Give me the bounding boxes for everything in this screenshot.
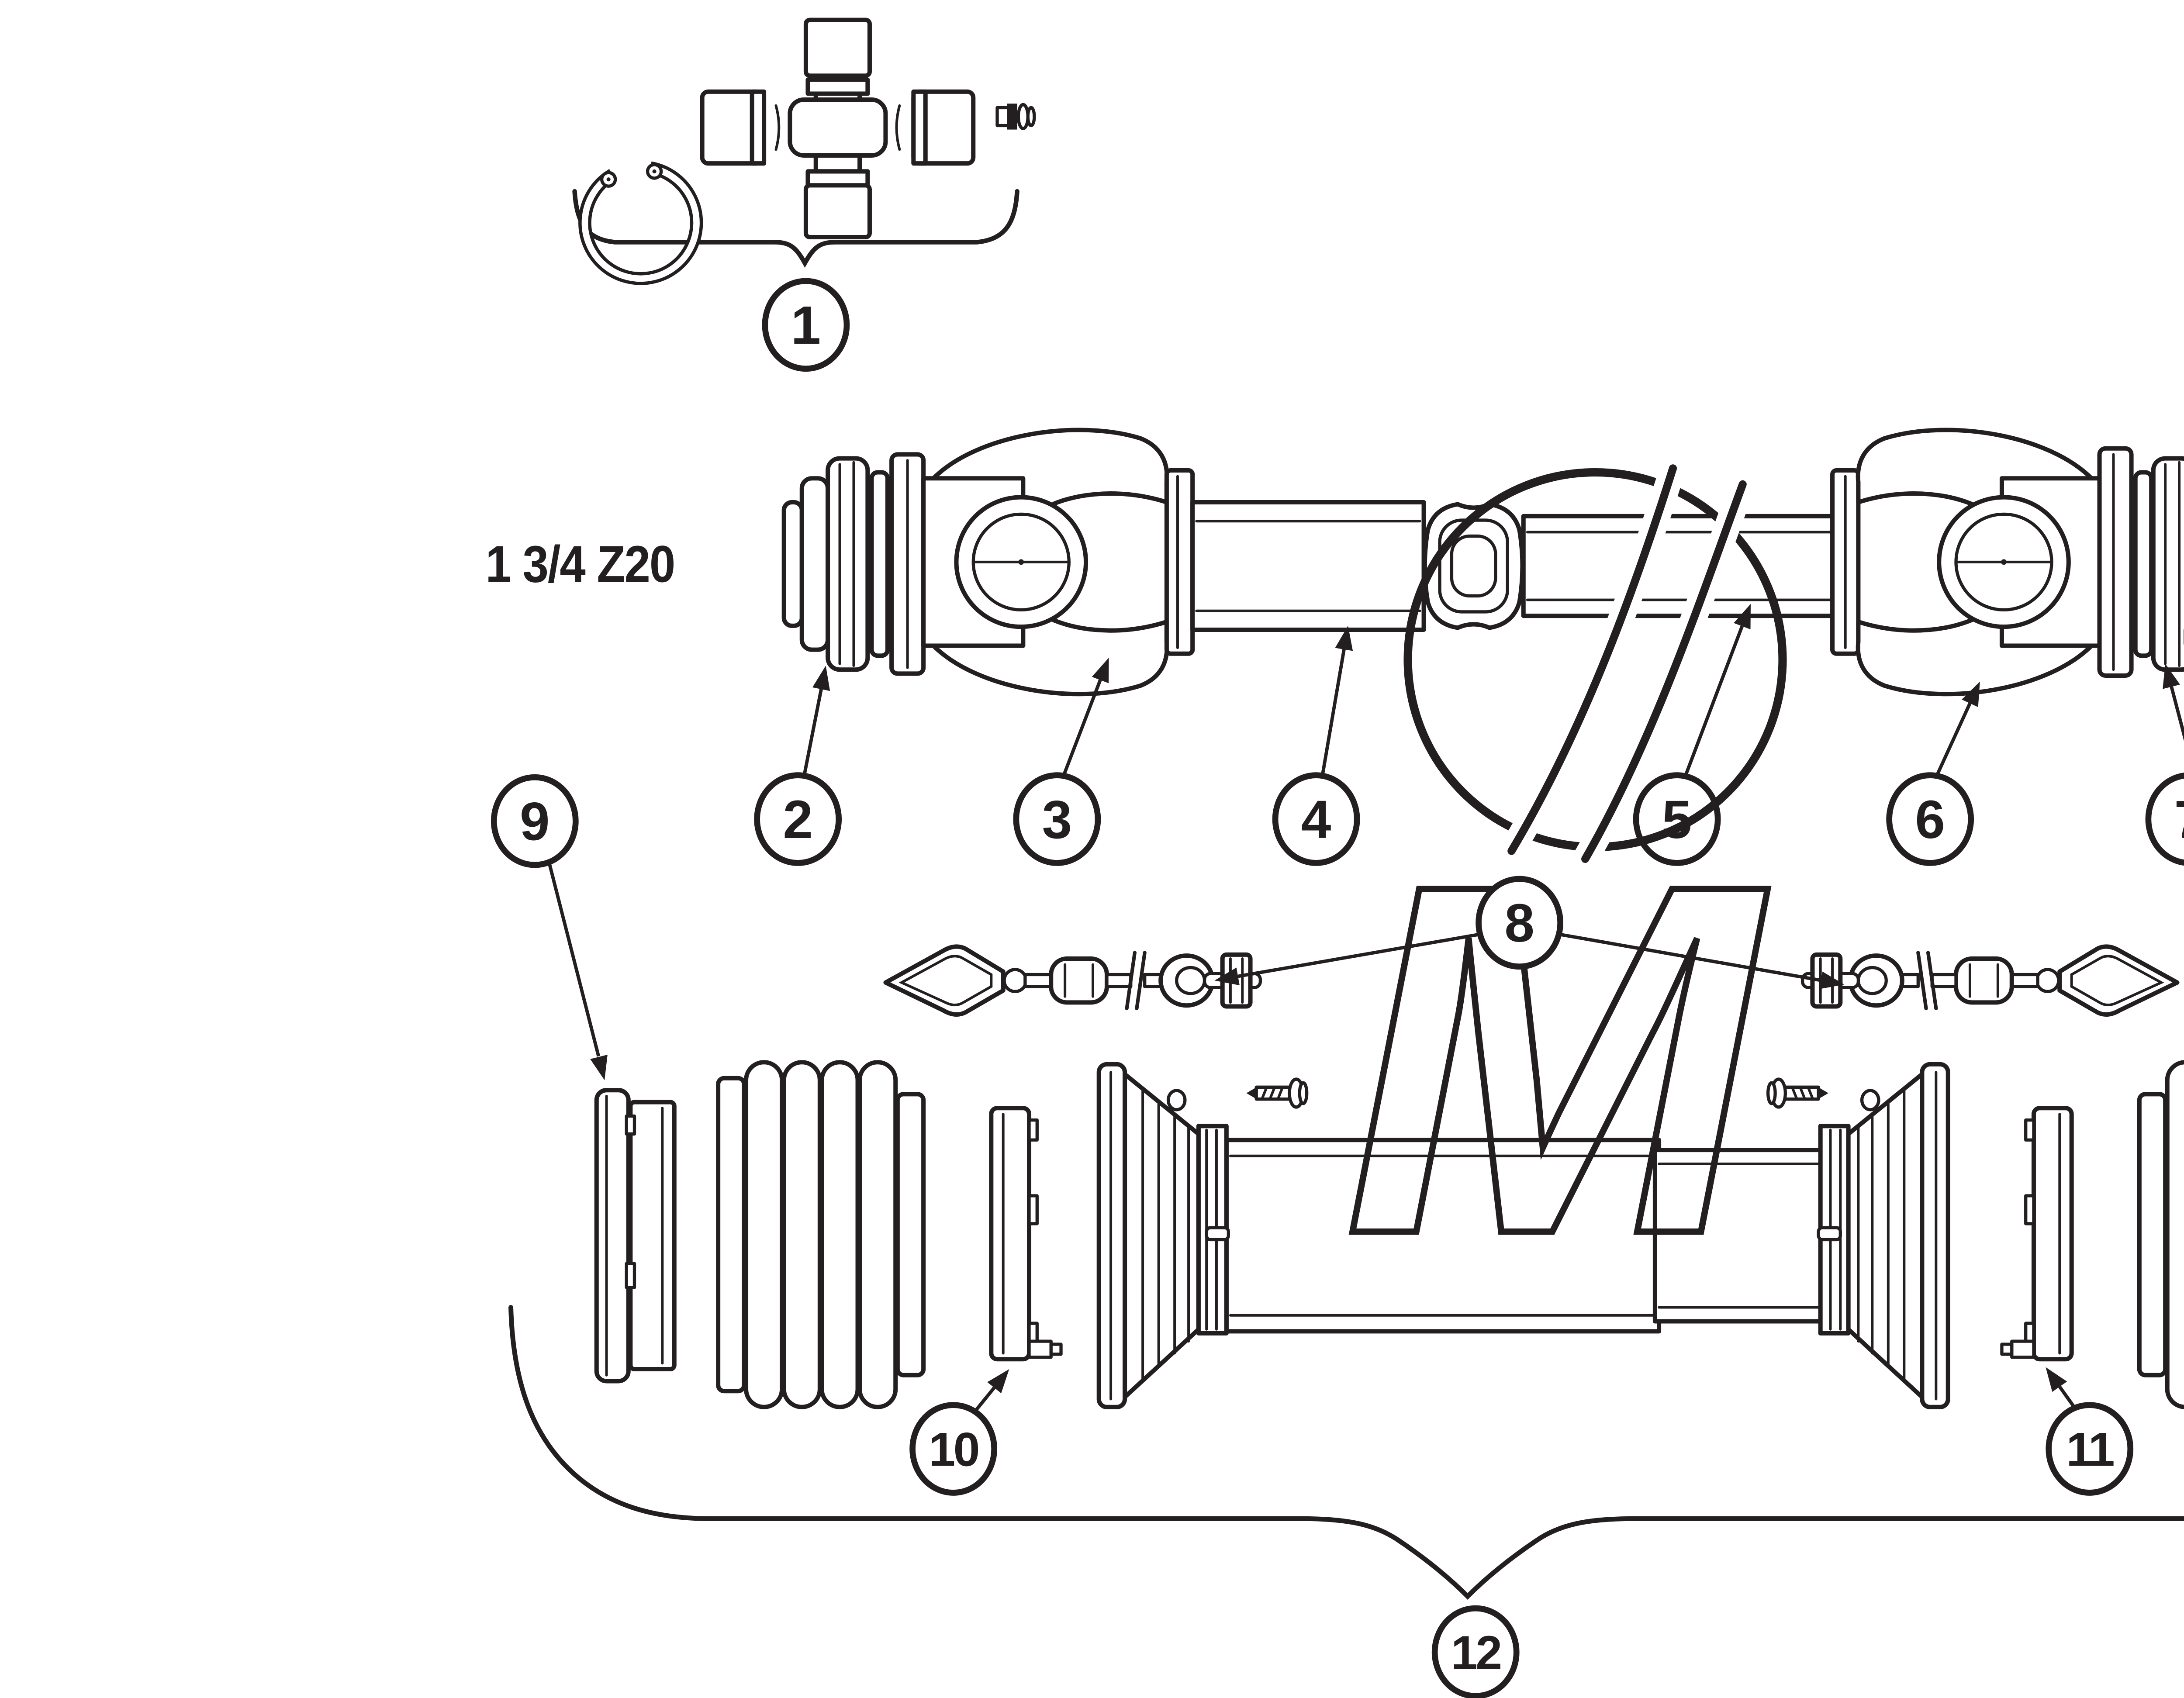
callout-10: 10 [909, 1369, 1009, 1496]
tube-clover-profile [1422, 502, 1525, 630]
svg-text:10: 10 [929, 1423, 978, 1476]
svg-text:4: 4 [1301, 790, 1331, 850]
svg-text:11: 11 [2066, 1423, 2113, 1476]
guard-assembly [594, 1060, 2184, 1409]
callout-4: 4 [1272, 625, 1360, 866]
callout-12: 12 [1431, 1605, 1520, 1698]
callout-11: 11 [2046, 1367, 2134, 1496]
outer-profile-tube [1190, 500, 1426, 632]
callout-8: 8 [1214, 876, 1845, 989]
svg-text:12: 12 [1451, 1626, 1500, 1680]
callout-9-left: 9 [491, 774, 608, 1080]
svg-text:6: 6 [1915, 790, 1945, 850]
circlip-drawing [578, 161, 703, 285]
brace-guard-assembly [508, 1305, 2184, 1600]
callout-1: 1 [762, 278, 850, 372]
brace-uj-kit [572, 189, 1019, 268]
guard-bracket-right [2000, 1106, 2074, 1362]
bellows-left [716, 1060, 926, 1409]
guard-outer-tube [1224, 1138, 1662, 1334]
splined-collar-left [781, 456, 890, 672]
guard-lock-pin-left [1205, 1226, 1230, 1242]
callout-3: 3 [1013, 657, 1109, 866]
watermark-letter-m: M [1344, 780, 1772, 1337]
cone-screw-hole-left [1166, 1089, 1187, 1111]
guard-bracket-left [989, 1106, 1063, 1362]
safety-chain-right [1803, 946, 2177, 1015]
brand-logo-circle [1403, 455, 1787, 872]
svg-text:2: 2 [783, 790, 813, 850]
callout-6: 6 [1886, 681, 1980, 866]
guard-inner-tube [1652, 1148, 1833, 1324]
cross-journal-drawing [700, 17, 976, 240]
yoke-right [1830, 428, 2134, 697]
guard-lock-pin-right [1817, 1226, 1842, 1242]
guard-screw-left [1246, 1077, 1309, 1109]
inner-profile-tube [1521, 514, 1837, 618]
callout-2: 2 [754, 666, 842, 866]
yoke-left [889, 428, 1195, 697]
cone-screw-hole-right [1860, 1089, 1880, 1111]
brand-watermark: M [1341, 777, 1775, 1341]
guard-screw-right [1766, 1077, 1828, 1109]
spline-label-left: 1 3/4 Z20 [486, 535, 675, 593]
bellows-right [2137, 1060, 2184, 1409]
guard-cone-left [1096, 1062, 1230, 1409]
svg-text:3: 3 [1042, 790, 1072, 850]
grease-nipple-drawing [995, 103, 1036, 130]
bearing-ring-left [594, 1088, 677, 1384]
svg-text:9: 9 [520, 791, 550, 852]
quick-release-collar-right [2133, 456, 2184, 672]
universal-joint-kit [578, 17, 1036, 285]
svg-text:8: 8 [1504, 893, 1534, 953]
guard-cone-right [1817, 1062, 1950, 1409]
callout-7: 7 [2145, 663, 2184, 866]
safety-chain-left [883, 944, 1262, 1017]
shaft-assembly: 1 3/4 Z20 1 3/4 Z20 [486, 428, 2184, 697]
svg-text:1: 1 [791, 295, 821, 355]
svg-text:7: 7 [2174, 790, 2184, 850]
